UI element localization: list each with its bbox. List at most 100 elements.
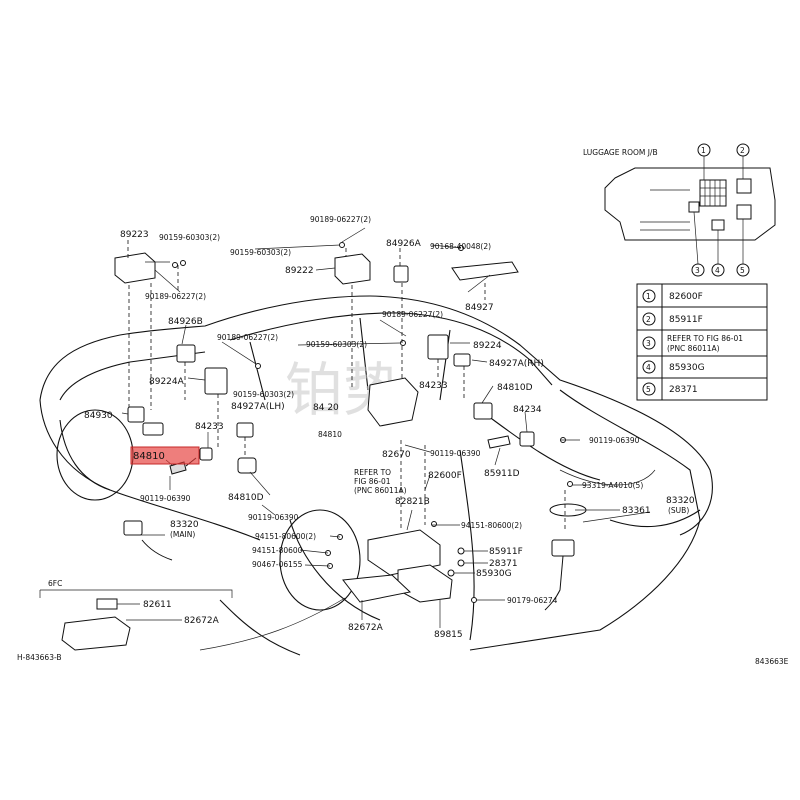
label-90168: 90168-40048(2) — [430, 242, 491, 251]
callout-1: 1 — [701, 146, 706, 155]
label-84233: 84233 — [195, 422, 224, 432]
label-90189-mid1: 90189-06227(2) — [217, 333, 278, 342]
legend-circle-5 — [642, 382, 656, 396]
inset-6fc: 6FC 82611 82672A H-843663-B — [17, 579, 233, 662]
car-body-outline — [39, 295, 713, 656]
label-89224: 89224 — [473, 341, 502, 351]
fastener-h — [567, 481, 573, 487]
fastener-p — [471, 597, 477, 603]
label-28371: 28371 — [489, 559, 518, 569]
label-90159-c: 90159-60303(2) — [306, 340, 367, 349]
label-83320-sub: 83320 — [666, 496, 695, 506]
label-90189-mid2: 90189-06227(2) — [382, 310, 443, 319]
legend-circle-4 — [642, 360, 656, 374]
label-refer-3: (PNC 86011A) — [354, 486, 407, 495]
label-85911D: 85911D — [484, 469, 520, 479]
parts-shapes — [114, 242, 587, 611]
legend-part-1: 82600F — [669, 292, 703, 302]
fastener-n — [457, 559, 465, 567]
jb-fuse-grid — [699, 179, 727, 207]
module-89815 — [397, 564, 453, 603]
legend-num-4: 4 — [646, 363, 651, 372]
part-85911D — [487, 435, 511, 449]
label-94151-b: 94151-80600 — [252, 546, 303, 555]
legend-part-5: 28371 — [669, 385, 698, 395]
label-84810: 84810 — [133, 451, 165, 462]
label-90119-c: 90119-06390 — [430, 449, 481, 458]
junction-block — [367, 529, 441, 576]
module-89224A — [204, 367, 228, 395]
label-82672A-main: 82672A — [348, 623, 384, 633]
part-labels: 89223 90159-60303(2) 90189-06227(2) 9018… — [84, 215, 695, 640]
leader-lines — [121, 227, 651, 651]
pump-lead — [141, 539, 173, 561]
legend-part-3b: (PNC 86011A) — [667, 344, 720, 353]
label-84927A-RH: 84927A(RH) — [489, 359, 544, 369]
console-82670-area — [367, 377, 419, 427]
label-94151-c: 94151-80600(2) — [461, 521, 522, 530]
label-83361: 83361 — [622, 506, 651, 516]
legend-frame — [636, 283, 768, 401]
legend-circle-2 — [642, 312, 656, 326]
label-90189-left: 90189-06227(2) — [145, 292, 206, 301]
label-84927: 84927 — [465, 303, 494, 313]
callout-3: 3 — [695, 266, 700, 275]
label-refer-2: FIG 86-01 — [354, 477, 391, 486]
label-84810D-left: 84810D — [228, 493, 264, 503]
switch-84930 — [127, 406, 145, 423]
jb-details — [640, 189, 690, 231]
label-84930: 84930 — [84, 411, 113, 421]
switch-84926A — [393, 265, 409, 283]
legend-circle-1 — [642, 289, 656, 303]
fastener-e — [255, 363, 261, 369]
module-89224 — [427, 334, 449, 360]
label-82600F: 82600F — [428, 471, 462, 481]
luggage-title: LUGGAGE ROOM J/B — [583, 148, 658, 157]
label-90159-mid: 90159-60303(2) — [230, 248, 291, 257]
label-90159-d: 90159-60303(2) — [233, 390, 294, 399]
callout-2: 2 — [740, 146, 745, 155]
module-89222 — [334, 253, 371, 285]
switch-84927A-LH — [236, 422, 254, 438]
legend-part-2: 85911F — [669, 315, 703, 325]
label-85911F: 85911F — [489, 547, 523, 557]
switch-84234 — [519, 431, 535, 447]
callout-5: 5 — [740, 266, 745, 275]
bottom-right-code: 843663E — [755, 657, 789, 666]
label-84234: 84234 — [513, 405, 542, 415]
fastener-m — [457, 547, 465, 555]
bottom-left-code: H-843663-B — [17, 653, 62, 662]
label-89222: 89222 — [285, 266, 314, 276]
callout-leaders — [693, 156, 744, 265]
cover-82672A — [342, 574, 412, 603]
legend-part-4: 85930G — [669, 363, 705, 373]
switch-84927 — [451, 261, 519, 281]
switch-84810D-right — [473, 402, 493, 420]
label-90189-top: 90189-06227(2) — [310, 215, 371, 224]
fastener-f — [400, 340, 406, 346]
label-84926B: 84926B — [168, 317, 203, 327]
label-89815: 89815 — [434, 630, 463, 640]
label-82670: 82670 — [382, 450, 411, 460]
label-82821B: 82821B — [395, 497, 430, 507]
jb-relay-4 — [711, 219, 725, 231]
label-partial-84810: 84810 — [318, 430, 342, 439]
legend-num-5: 5 — [646, 385, 651, 394]
label-sub: (SUB) — [668, 506, 689, 515]
jb-relay-5 — [736, 204, 752, 220]
jb-fuse-lines — [700, 180, 726, 206]
label-85930G: 85930G — [476, 569, 512, 579]
label-90467: 90467-06155 — [252, 560, 303, 569]
label-90159-top: 90159-60303(2) — [159, 233, 220, 242]
legend-grid — [637, 284, 767, 400]
fastener-b — [180, 260, 186, 266]
legend-num-3: 3 — [646, 339, 651, 348]
pump-83320-sub — [551, 539, 575, 557]
luggage-jb-inset: LUGGAGE ROOM J/B 1 2 3 4 5 — [583, 143, 776, 277]
pump-83320-main — [123, 520, 143, 536]
legend-num-2: 2 — [646, 315, 651, 324]
label-90119-b: 90119-06390 — [589, 436, 640, 445]
label-partial-84120: 84 20 — [313, 403, 339, 413]
inset-code: 6FC — [48, 579, 62, 588]
